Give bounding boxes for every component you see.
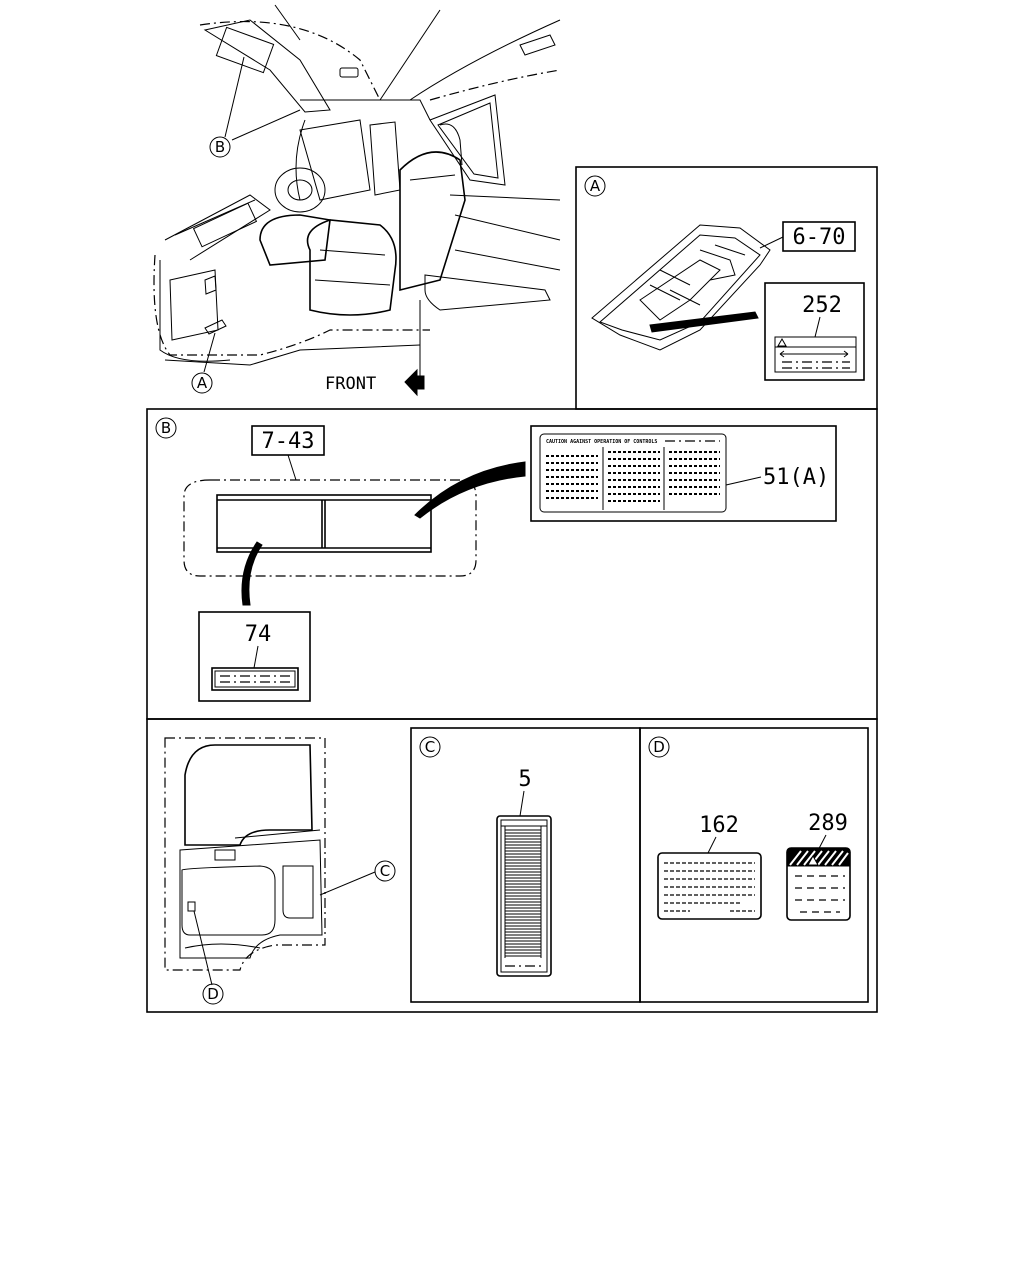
svg-text:D: D	[653, 738, 665, 756]
label-51a-box: CAUTION AGAINST OPERATION OF CONTROLS 51…	[530, 425, 837, 522]
label-5: 5	[496, 767, 552, 977]
callout-b-overview: B	[209, 136, 231, 158]
panel-a-frame	[575, 166, 878, 410]
svg-text:C: C	[380, 862, 390, 880]
svg-text:A: A	[590, 177, 601, 195]
ref-box-6-70: 6-70	[782, 221, 856, 252]
label-252-box: 252	[764, 282, 865, 381]
svg-text:5: 5	[518, 767, 531, 792]
front-label: FRONT	[325, 374, 376, 394]
svg-text:6-70: 6-70	[793, 225, 846, 250]
label-289: 289	[786, 811, 851, 921]
floor-mat-illustration	[591, 224, 771, 351]
panel-door-frame	[146, 718, 878, 1013]
svg-text:A: A	[197, 374, 208, 392]
svg-text:74: 74	[245, 622, 272, 647]
callout-d-panel: D	[648, 736, 670, 758]
svg-text:CAUTION AGAINST OPERATION OF C: CAUTION AGAINST OPERATION OF CONTROLS	[546, 439, 657, 445]
svg-text:162: 162	[699, 813, 739, 838]
label-162: 162	[657, 813, 762, 920]
ref-box-7-43: 7-43	[251, 425, 325, 456]
cab-interior-illustration	[153, 4, 561, 397]
svg-text:252: 252	[802, 293, 842, 318]
door-illustration	[164, 737, 376, 986]
panel-d-frame	[639, 727, 869, 1003]
callout-a-overview: A	[191, 372, 213, 394]
label-74-box: 74	[198, 611, 311, 702]
svg-text:C: C	[425, 738, 435, 756]
callout-d-door: D	[202, 983, 224, 1005]
svg-text:51(A): 51(A)	[763, 465, 829, 490]
callout-b-panel: B	[155, 417, 177, 439]
callout-c-panel: C	[419, 736, 441, 758]
callout-a-panel: A	[584, 175, 606, 197]
sun-visor-illustration	[183, 461, 526, 606]
svg-text:7-43: 7-43	[262, 429, 315, 454]
svg-text:289: 289	[808, 811, 848, 836]
callout-c-door: C	[374, 860, 396, 882]
svg-text:B: B	[215, 138, 225, 156]
svg-text:D: D	[207, 985, 219, 1003]
svg-text:B: B	[161, 419, 171, 437]
